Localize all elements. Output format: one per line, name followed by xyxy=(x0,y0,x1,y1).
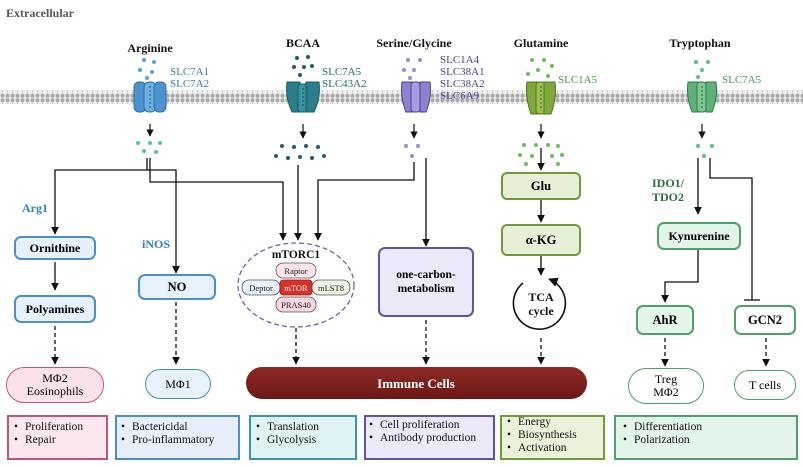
immune-cells-bar xyxy=(246,367,587,399)
transporter-tryptophan xyxy=(687,81,717,113)
tryptophan-molecules-in xyxy=(696,144,714,158)
tca-line1: TCA xyxy=(528,290,554,304)
kynurenine-box: Kynurenine xyxy=(657,222,741,250)
glu-box: Glu xyxy=(501,172,581,200)
enzyme-inos: iNOS xyxy=(142,237,170,251)
nutrient-bcaa: BCAA xyxy=(286,36,320,50)
polyamines-box: Polyamines xyxy=(14,295,96,323)
transporter-bcaa xyxy=(286,81,320,113)
outcome-list-2: Bactericidal Pro-inflammatory xyxy=(121,421,214,447)
region-label: Extracellular xyxy=(6,6,75,20)
outcome-item: Cell proliferation xyxy=(369,419,476,432)
mtor-label: mTOR xyxy=(284,283,308,293)
outcome-item: Polarization xyxy=(623,434,702,447)
slc7a5-label: SLC7A5 xyxy=(322,66,362,78)
no-box: NO xyxy=(138,274,216,300)
nutrient-tryptophan: Tryptophan xyxy=(669,36,730,50)
outcome-item: Antibody production xyxy=(369,432,476,445)
outcome-item: Activation xyxy=(507,442,577,455)
transporter-glutamine xyxy=(526,81,556,115)
bcaa-molecules-in xyxy=(274,144,326,160)
pathway-connectors xyxy=(51,148,760,303)
enzyme-ido1: IDO1/ xyxy=(652,176,685,190)
slc7a1-label: SLC7A1 xyxy=(170,66,209,78)
bcaa-molecules-out xyxy=(292,55,314,77)
mtorc1-title: mTORC1 xyxy=(272,249,321,261)
arginine-molecules-out xyxy=(138,58,156,80)
one-carbon-box: one-carbon-metabolism xyxy=(378,247,474,317)
outcome-item: Biosynthesis xyxy=(507,429,577,442)
slc1a5-label: SLC1A5 xyxy=(558,74,598,86)
outcome-item: Proliferation xyxy=(14,421,83,434)
outcome-item: Translation xyxy=(256,421,319,434)
nutrient-arginine: Arginine xyxy=(127,41,173,55)
arginine-molecules-in xyxy=(136,141,162,154)
outcome-list-5: Energy Biosynthesis Activation xyxy=(507,416,577,455)
serine-molecules-out xyxy=(402,58,422,80)
slc38a1-label: SLC38A1 xyxy=(440,66,485,78)
enzyme-tdo2: TDO2 xyxy=(652,190,684,204)
slc43a2-label: SLC43A2 xyxy=(322,78,367,90)
slc7a5-label-trp: SLC7A5 xyxy=(722,74,762,86)
transporter-serine-glycine xyxy=(401,81,431,113)
deptor-label: Deptor xyxy=(249,283,273,293)
outcome-item: Energy xyxy=(507,416,577,429)
dashed-arrows xyxy=(51,302,770,367)
outcome-item: Repair xyxy=(14,434,83,447)
outcome-item: Pro-inflammatory xyxy=(121,434,214,447)
slc38a2-label: SLC38A2 xyxy=(440,78,485,90)
nutrient-glutamine: Glutamine xyxy=(514,36,569,50)
nutrient-serine-glycine: Serine/Glycine xyxy=(376,36,452,50)
transport-arrows xyxy=(146,124,706,139)
outcome-item: Glycolysis xyxy=(256,434,319,447)
glutamine-molecules-out xyxy=(526,58,554,78)
outcome-list-6: Differentiation Polarization xyxy=(623,421,702,447)
slc1a4-label: SLC1A4 xyxy=(440,54,480,66)
outcome-list-1: Proliferation Repair xyxy=(14,421,83,447)
tca-cycle: TCA cycle xyxy=(512,277,567,330)
outcome-list-3: Translation Glycolysis xyxy=(256,421,319,447)
serine-molecules-in xyxy=(404,144,420,158)
slc6a9-label: SLC6A9 xyxy=(440,90,480,102)
gcn2-box: GCN2 xyxy=(734,305,796,335)
ahr-box: AhR xyxy=(636,305,694,335)
glutamine-molecules-in xyxy=(518,143,564,166)
outcome-item: Differentiation xyxy=(623,421,702,434)
tca-line2: cycle xyxy=(528,304,554,318)
akg-box: α-KG xyxy=(501,224,581,256)
immune-cells-label: Immune Cells xyxy=(377,376,455,391)
transporter-arginine xyxy=(133,81,167,113)
m1-cell: MΦ1 xyxy=(145,369,211,399)
tryptophan-molecules-out xyxy=(694,60,710,79)
slc7a2-label: SLC7A2 xyxy=(170,78,209,90)
t-cells-cell: T cells xyxy=(734,370,796,400)
ornithine-box: Ornithine xyxy=(14,236,96,260)
pras40-label: PRAS40 xyxy=(281,300,311,310)
outcome-list-4: Cell proliferation Antibody production xyxy=(369,419,476,445)
mlst8-label: mLST8 xyxy=(318,283,344,293)
raptor-label: Raptor xyxy=(284,266,307,276)
enzyme-arg1: Arg1 xyxy=(22,201,48,215)
outcome-item: Bactericidal xyxy=(121,421,214,434)
mtorc1-complex: mTORC1 Raptor Deptor mTOR mLST8 PRAS40 xyxy=(237,242,355,328)
